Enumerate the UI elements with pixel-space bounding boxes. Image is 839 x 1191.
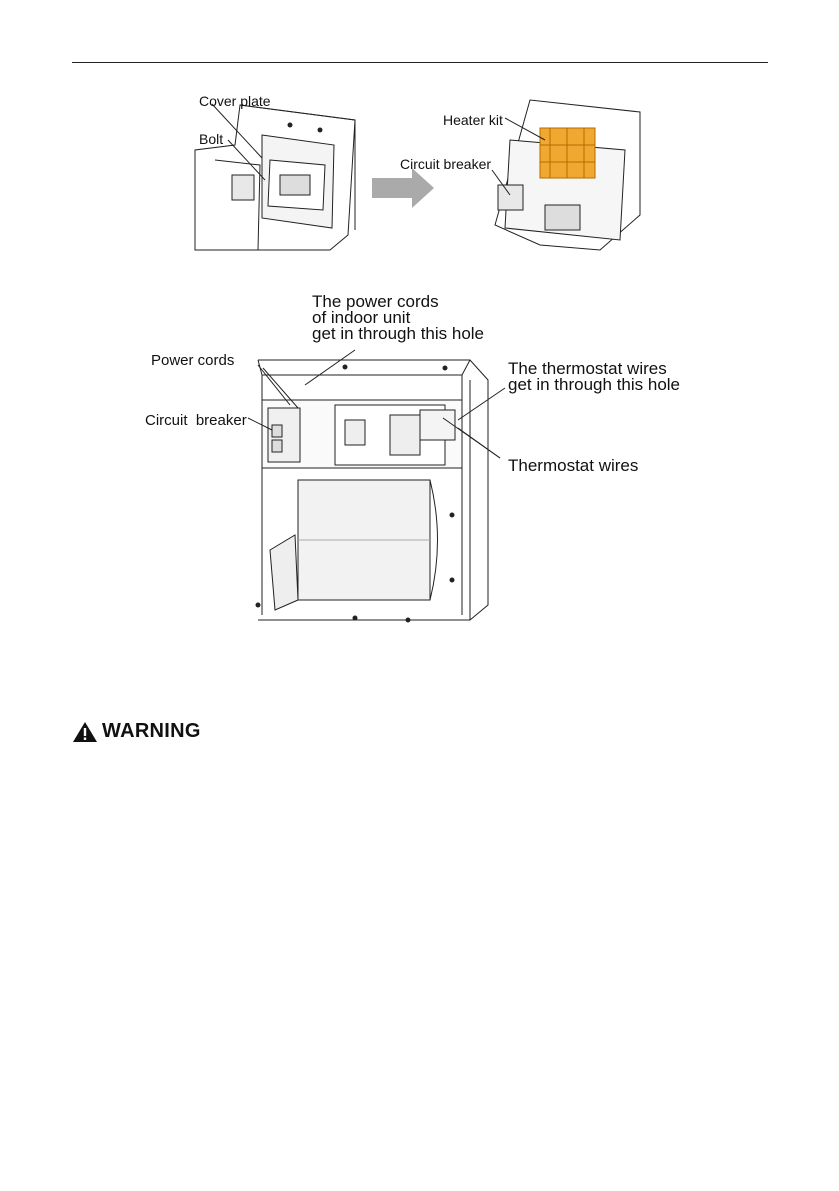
warning-label: WARNING <box>102 720 201 743</box>
arrow-right-icon <box>372 168 434 208</box>
power-cords-hole-line-3: get in through this hole <box>312 326 484 342</box>
unit-heater-kit-illustration <box>492 100 640 250</box>
warning-heading: WARNING <box>72 720 201 743</box>
label-power-cords: Power cords <box>151 352 234 369</box>
unit-cover-plate-illustration <box>195 104 355 250</box>
label-circuit-breaker-bottom: Circuit breaker <box>145 412 247 429</box>
bottom-figure: The power cords of indoor unit get in th… <box>0 280 839 630</box>
label-heater-kit: Heater kit <box>443 112 503 128</box>
top-figure: Cover plate Bolt Heater kit Circuit brea… <box>0 0 839 270</box>
label-circuit-breaker-top: Circuit breaker <box>400 156 491 172</box>
label-thermostat-wires: Thermostat wires <box>508 458 638 474</box>
indoor-unit-illustration <box>248 350 505 622</box>
top-figure-drawing <box>0 0 839 270</box>
label-bolt: Bolt <box>199 131 223 147</box>
warning-triangle-icon <box>72 721 98 743</box>
label-power-cords-hole: The power cords of indoor unit get in th… <box>312 294 484 342</box>
thermostat-hole-line-2: get in through this hole <box>508 377 680 393</box>
label-cover-plate: Cover plate <box>199 93 271 109</box>
label-thermostat-hole: The thermostat wires get in through this… <box>508 361 680 393</box>
